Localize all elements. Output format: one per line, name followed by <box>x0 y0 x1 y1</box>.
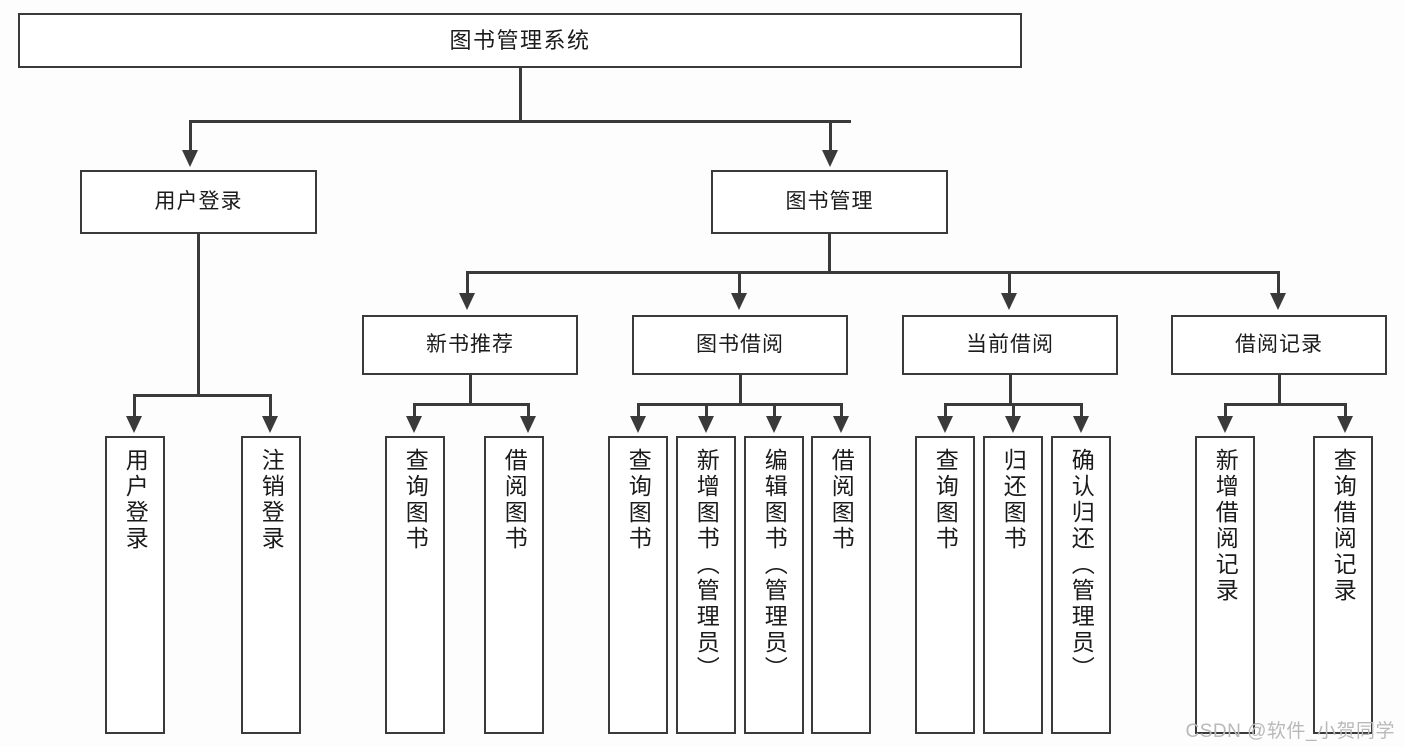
leaf-add-borrow-record[interactable]: 新增借阅记录 <box>1195 436 1255 734</box>
connector-bm-drop-2 <box>738 271 741 293</box>
connector-br-stem <box>1278 375 1281 405</box>
arrow-to-new-book-recommend <box>459 293 475 310</box>
node-user-login[interactable]: 用户登录 <box>80 170 317 234</box>
connector-book-management-stem <box>828 234 831 273</box>
node-label: 当前借阅 <box>966 332 1054 356</box>
node-label: 确认归还（管理员） <box>1068 448 1095 682</box>
leaf-add-book-admin[interactable]: 新增图书（管理员） <box>676 436 736 734</box>
connector-nbr-bus <box>413 403 527 406</box>
connector-cb-stem <box>1009 375 1012 405</box>
node-label: 借阅记录 <box>1235 332 1323 356</box>
connector-user-login-drop-2 <box>269 394 272 416</box>
arrow-to-leaf-return-book <box>1005 416 1021 433</box>
arrow-to-leaf-user-login <box>126 416 142 433</box>
connector-bm-drop-4 <box>1277 271 1280 293</box>
arrow-to-leaf-query-borrow-record <box>1337 416 1353 433</box>
arrow-to-leaf-confirm-return-admin <box>1073 416 1089 433</box>
leaf-edit-book-admin[interactable]: 编辑图书（管理员） <box>744 436 804 734</box>
node-label: 归还图书 <box>1000 448 1027 552</box>
connector-user-login-drop-1 <box>133 394 136 416</box>
arrow-to-leaf-logout-login <box>262 416 278 433</box>
connector-bm-drop-1 <box>466 271 469 293</box>
node-book-borrow[interactable]: 图书借阅 <box>632 315 848 375</box>
arrow-to-leaf-query-book-1 <box>406 416 422 433</box>
arrow-to-leaf-query-book-2 <box>630 416 646 433</box>
connector-bb-drop-1 <box>637 403 640 416</box>
node-label: 查询借阅记录 <box>1330 448 1357 604</box>
node-label: 注销登录 <box>258 448 285 552</box>
leaf-borrow-book-1[interactable]: 借阅图书 <box>484 436 544 734</box>
leaf-query-book-3[interactable]: 查询图书 <box>915 436 975 734</box>
connector-cb-drop-3 <box>1080 403 1083 416</box>
leaf-borrow-book-2[interactable]: 借阅图书 <box>811 436 871 734</box>
node-label: 用户登录 <box>154 189 243 213</box>
connector-bb-drop-3 <box>773 403 776 416</box>
node-label: 新书推荐 <box>426 332 514 356</box>
connector-cb-drop-2 <box>1012 403 1015 416</box>
node-label: 查询图书 <box>625 448 652 552</box>
node-label: 图书管理 <box>785 189 874 213</box>
node-borrow-record[interactable]: 借阅记录 <box>1171 315 1387 375</box>
connector-nbr-stem <box>469 375 472 405</box>
arrow-to-leaf-add-borrow-record <box>1217 416 1233 433</box>
node-book-management[interactable]: 图书管理 <box>711 170 948 234</box>
connector-book-management-bus <box>466 271 1279 274</box>
connector-bm-drop-3 <box>1008 271 1011 293</box>
arrow-to-leaf-query-book-3 <box>937 416 953 433</box>
node-label: 图书管理系统 <box>449 27 591 53</box>
connector-br-drop-2 <box>1344 403 1347 416</box>
leaf-query-borrow-record[interactable]: 查询借阅记录 <box>1313 436 1373 734</box>
leaf-query-book-1[interactable]: 查询图书 <box>385 436 445 734</box>
connector-nbr-drop-1 <box>413 403 416 416</box>
arrow-to-leaf-borrow-book-2 <box>833 416 849 433</box>
leaf-confirm-return-admin[interactable]: 确认归还（管理员） <box>1051 436 1111 734</box>
node-label: 查询图书 <box>932 448 959 552</box>
arrow-to-leaf-edit-book-admin <box>766 416 782 433</box>
arrow-to-borrow-record <box>1270 293 1286 310</box>
connector-br-bus <box>1224 403 1344 406</box>
arrow-to-leaf-borrow-book-1 <box>520 416 536 433</box>
leaf-return-book[interactable]: 归还图书 <box>983 436 1043 734</box>
connector-root-stem <box>519 68 522 121</box>
connector-root-drop-left <box>189 120 192 150</box>
connector-bb-bus <box>637 403 842 406</box>
leaf-user-login[interactable]: 用户登录 <box>105 436 165 734</box>
connector-root-drop-right <box>829 120 832 150</box>
arrow-to-book-management <box>822 150 838 167</box>
connector-bb-drop-4 <box>840 403 843 416</box>
node-label: 图书借阅 <box>696 332 784 356</box>
connector-bb-drop-2 <box>705 403 708 416</box>
node-label: 编辑图书（管理员） <box>761 448 788 682</box>
leaf-query-book-2[interactable]: 查询图书 <box>608 436 668 734</box>
node-label: 借阅图书 <box>501 448 528 552</box>
connector-user-login-stem <box>197 234 200 396</box>
node-label: 新增借阅记录 <box>1212 448 1239 604</box>
node-label: 查询图书 <box>402 448 429 552</box>
connector-cb-drop-1 <box>944 403 947 416</box>
node-label: 用户登录 <box>122 448 149 552</box>
node-label: 借阅图书 <box>828 448 855 552</box>
node-current-borrow[interactable]: 当前借阅 <box>902 315 1118 375</box>
node-new-book-recommend[interactable]: 新书推荐 <box>362 315 578 375</box>
connector-br-drop-1 <box>1224 403 1227 416</box>
arrow-to-current-borrow <box>1001 293 1017 310</box>
node-label: 新增图书（管理员） <box>693 448 720 682</box>
node-root-system[interactable]: 图书管理系统 <box>18 13 1022 68</box>
arrow-to-book-borrow <box>731 293 747 310</box>
connector-nbr-drop-2 <box>527 403 530 416</box>
arrow-to-leaf-add-book-admin <box>698 416 714 433</box>
connector-user-login-bus <box>133 394 269 397</box>
connector-root-bus <box>189 120 851 123</box>
leaf-logout-login[interactable]: 注销登录 <box>241 436 301 734</box>
arrow-to-user-login <box>182 150 198 167</box>
connector-bb-stem <box>739 375 742 405</box>
